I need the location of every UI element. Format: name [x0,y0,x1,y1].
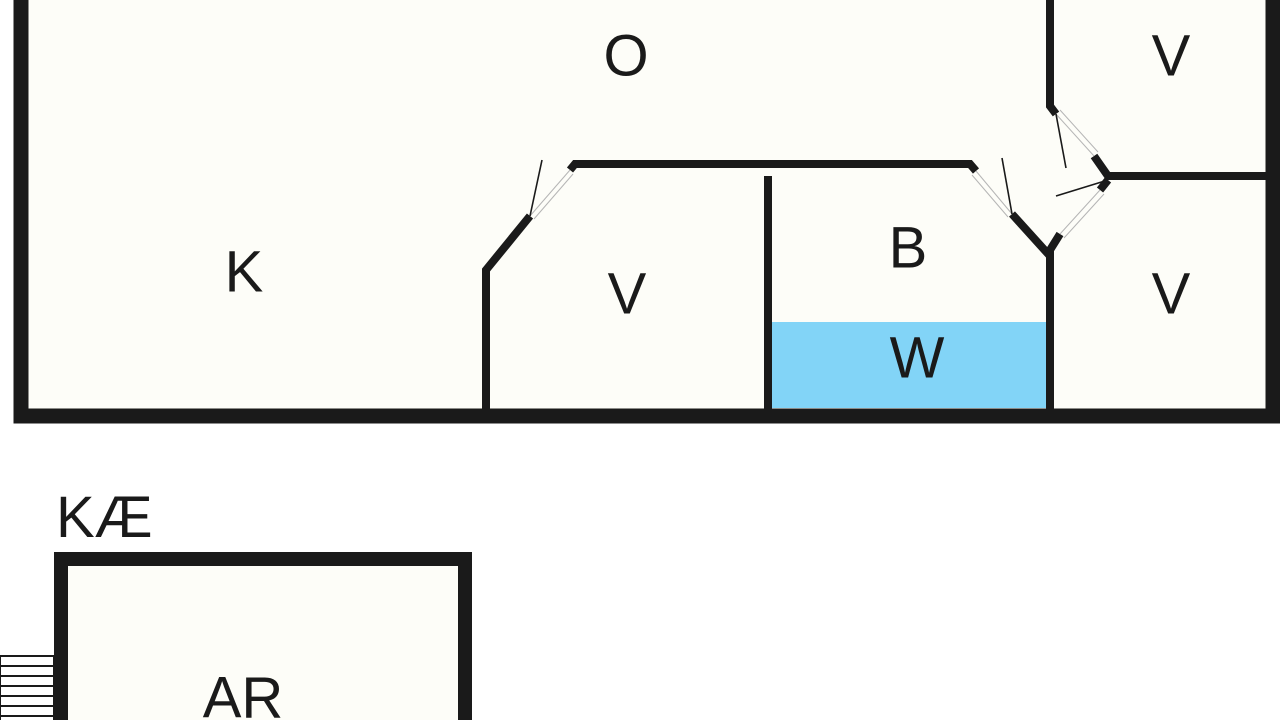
room-label-b: B [889,215,928,280]
door-bottom-right [1055,179,1109,239]
room-label-v-bottom-right: V [1152,261,1191,326]
wall-top-right-door-post [1090,153,1273,180]
wall-corridor-top [566,160,980,174]
door-top-right [1055,109,1099,169]
wall-left-compartment [482,213,534,412]
room-label-ar: AR [203,665,284,720]
door-left-compartment [529,159,574,220]
annex-label: KÆ [56,485,153,550]
room-label-k: K [225,239,264,304]
water-area [772,322,1046,408]
wall-right-door-post [1096,177,1112,193]
annex-wall [54,552,472,720]
door-bath [971,157,1013,218]
room-label-o: O [603,23,648,88]
annex-steps [0,655,55,720]
wall-bath-corner [1046,231,1064,256]
room-label-w: W [890,325,945,390]
outer-wall [13,0,1280,424]
room-label-v-top-right: V [1152,23,1191,88]
room-label-v-center: V [608,261,647,326]
wall-top-right-room [1046,0,1060,117]
annex-floor-area [60,559,465,720]
main-floor-area [20,0,1273,416]
